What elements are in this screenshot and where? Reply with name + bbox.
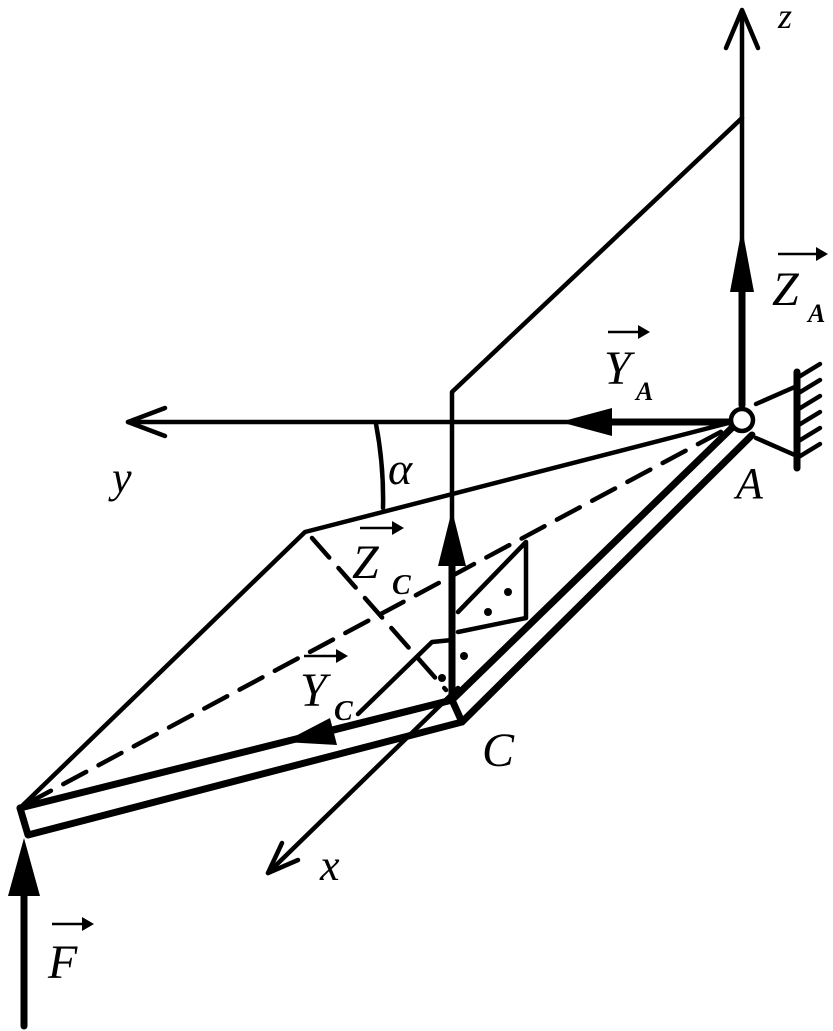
svg-text:Z: Z xyxy=(352,536,380,589)
dashed-diagonal xyxy=(25,425,731,806)
svg-text:Z: Z xyxy=(772,263,800,316)
force-za-arrowhead xyxy=(730,228,754,292)
marker-dot xyxy=(484,608,492,616)
force-yc-arrowhead xyxy=(284,718,337,745)
pin-joint-a xyxy=(728,406,756,434)
force-f-arrowhead xyxy=(8,838,40,896)
svg-text:C: C xyxy=(334,696,353,727)
svg-text:Y: Y xyxy=(604,342,635,395)
angle-arc xyxy=(373,421,386,511)
right-angle-marker-upper xyxy=(455,539,529,635)
x-axis-line xyxy=(265,685,461,876)
force-yc-line xyxy=(330,696,456,734)
force-ya-label: Y A xyxy=(604,325,653,406)
x-axis-arrowhead xyxy=(265,840,301,876)
svg-text:C: C xyxy=(392,570,411,601)
y-axis-arrowhead xyxy=(125,405,168,439)
y-axis-label: y xyxy=(108,453,132,502)
x-axis-label: x xyxy=(319,841,340,890)
force-yc-label: Y C xyxy=(300,649,353,727)
svg-text:A: A xyxy=(634,377,653,406)
marker-dot xyxy=(504,588,512,596)
upper-rod xyxy=(449,115,745,703)
force-zc-arrowhead xyxy=(438,510,466,566)
right-angle-marker-lower xyxy=(355,637,455,717)
z-axis-label: z xyxy=(777,0,792,36)
force-za-label: Z A xyxy=(772,247,828,328)
force-f-label: F xyxy=(47,917,94,989)
pin-bracket xyxy=(753,383,800,459)
svg-text:A: A xyxy=(806,299,825,328)
force-ya-arrowhead xyxy=(560,408,612,436)
marker-dot xyxy=(438,674,446,682)
svg-text:Y: Y xyxy=(300,664,331,717)
plate-side-thickness xyxy=(458,431,756,726)
plate-upper-edge xyxy=(17,417,743,811)
z-axis-arrowhead xyxy=(723,7,761,51)
wall-hatching xyxy=(794,361,823,461)
point-c-label: C xyxy=(482,724,515,777)
svg-text:F: F xyxy=(47,936,78,989)
marker-dot xyxy=(460,652,468,660)
dashed-perpendicular xyxy=(309,535,449,693)
plate-front-thickness xyxy=(16,696,466,839)
angle-label: α xyxy=(388,443,413,494)
point-a-label: A xyxy=(733,459,764,508)
force-zc-label: Z C xyxy=(352,521,411,601)
